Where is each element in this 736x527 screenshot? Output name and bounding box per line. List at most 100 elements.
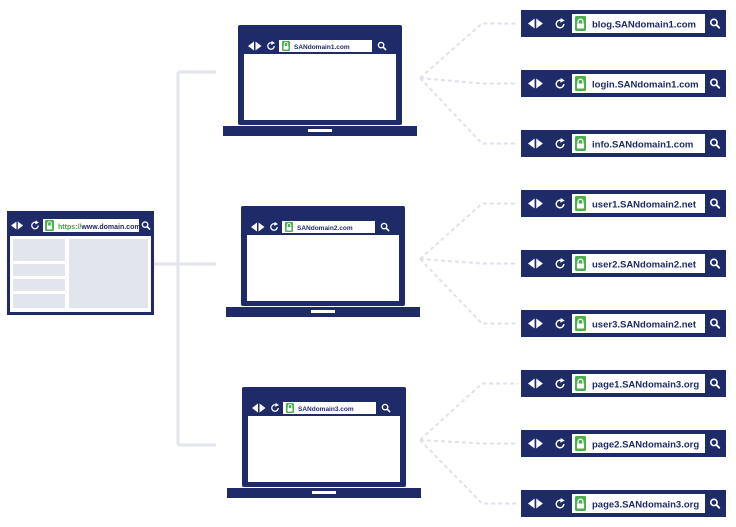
subdomain-url-text: user2.SANdomain2.net — [592, 260, 697, 271]
search-icon[interactable] — [710, 18, 721, 29]
address-bar — [572, 254, 705, 273]
reload-icon[interactable] — [271, 402, 280, 412]
subdomain-browser-bar: page3.SANdomain3.org — [521, 490, 726, 517]
reload-icon[interactable] — [555, 137, 565, 149]
address-bar — [572, 194, 705, 213]
address-bar — [43, 219, 139, 232]
address-bar — [572, 314, 705, 333]
forward-arrow-icon[interactable] — [536, 198, 543, 209]
forward-arrow-icon[interactable] — [536, 258, 543, 269]
search-icon[interactable] — [710, 78, 721, 89]
reload-icon[interactable] — [555, 77, 565, 89]
laptop-3: SANdomain3.com — [227, 387, 421, 498]
subdomain-browser-bar: blog.SANdomain1.com — [521, 10, 726, 37]
address-bar — [572, 494, 705, 513]
reload-icon[interactable] — [555, 197, 565, 209]
reload-icon[interactable] — [555, 257, 565, 269]
back-arrow-icon[interactable] — [528, 258, 535, 269]
forward-arrow-icon[interactable] — [536, 78, 543, 89]
forward-arrow-icon[interactable] — [536, 18, 543, 29]
back-arrow-icon[interactable] — [528, 318, 535, 329]
connector-subdomain-2 — [419, 77, 518, 85]
source-url-text: https://www.domain.com — [58, 224, 141, 231]
connector-subdomain-4 — [419, 202, 518, 260]
search-icon[interactable] — [380, 222, 390, 232]
forward-arrow-icon[interactable] — [258, 222, 265, 232]
reload-icon[interactable] — [555, 437, 565, 449]
connector-subdomain-6 — [419, 258, 518, 325]
search-icon[interactable] — [710, 498, 721, 509]
search-icon[interactable] — [710, 438, 721, 449]
lock-icon — [285, 222, 293, 232]
subdomain-url-text: login.SANdomain1.com — [592, 80, 699, 91]
reload-icon[interactable] — [31, 220, 40, 230]
subdomain-url-text: page1.SANdomain3.org — [592, 380, 699, 391]
back-arrow-icon[interactable] — [252, 403, 258, 413]
content-placeholder-block — [13, 239, 65, 261]
address-bar — [572, 74, 705, 93]
back-arrow-icon[interactable] — [528, 78, 535, 89]
back-arrow-icon[interactable] — [528, 498, 535, 509]
back-arrow-icon[interactable] — [528, 198, 535, 209]
subdomain-url-text: page3.SANdomain3.org — [592, 500, 699, 511]
back-arrow-icon[interactable] — [248, 41, 254, 51]
address-bar — [572, 134, 705, 153]
subdomain-url-text: user3.SANdomain2.net — [592, 320, 697, 331]
search-icon[interactable] — [141, 221, 151, 230]
reload-icon[interactable] — [555, 377, 565, 389]
subdomain-browser-bar: user1.SANdomain2.net — [521, 190, 726, 217]
connector-subdomain-8 — [419, 439, 518, 445]
reload-icon[interactable] — [555, 497, 565, 509]
subdomain-browser-bar: user2.SANdomain2.net — [521, 250, 726, 277]
back-arrow-icon[interactable] — [528, 18, 535, 29]
back-arrow-icon[interactable] — [251, 222, 257, 232]
search-icon[interactable] — [381, 403, 391, 413]
forward-arrow-icon[interactable] — [536, 438, 543, 449]
forward-arrow-icon[interactable] — [536, 498, 543, 509]
lock-icon — [45, 220, 54, 231]
forward-arrow-icon[interactable] — [536, 138, 543, 149]
lock-icon — [575, 496, 586, 511]
connector-subdomain-5 — [419, 258, 518, 265]
forward-arrow-icon[interactable] — [259, 403, 266, 413]
reload-icon[interactable] — [555, 317, 565, 329]
source-browser-window: https://www.domain.com — [7, 211, 154, 315]
search-icon[interactable] — [377, 41, 387, 51]
connector-subdomain-1 — [419, 22, 518, 79]
reload-icon[interactable] — [270, 221, 279, 231]
back-arrow-icon[interactable] — [528, 438, 535, 449]
url-prefix: https:// — [58, 224, 81, 231]
laptop-trackpad-notch — [312, 491, 336, 494]
subdomain-browser-bar: user3.SANdomain2.net — [521, 310, 726, 337]
lock-icon — [575, 16, 586, 31]
search-icon[interactable] — [710, 318, 721, 329]
forward-arrow-icon[interactable] — [536, 378, 543, 389]
search-icon[interactable] — [710, 198, 721, 209]
connector-lines — [154, 22, 518, 505]
laptop-2: SANdomain2.com — [226, 206, 420, 317]
laptop-trackpad-notch — [311, 310, 335, 313]
url-domain: www.domain.com — [80, 224, 140, 231]
forward-arrow-icon[interactable] — [536, 318, 543, 329]
search-icon[interactable] — [710, 138, 721, 149]
lock-icon — [282, 41, 290, 51]
reload-icon[interactable] — [555, 17, 565, 29]
forward-arrow-icon[interactable] — [255, 41, 262, 51]
lock-icon — [575, 136, 586, 151]
address-bar — [283, 402, 376, 414]
lock-icon — [575, 196, 586, 211]
laptop-browser-toolbar: SANdomain3.com — [248, 399, 400, 415]
back-arrow-icon[interactable] — [11, 221, 17, 230]
address-bar — [279, 40, 372, 52]
forward-arrow-icon[interactable] — [17, 221, 24, 230]
address-bar — [572, 374, 705, 393]
back-arrow-icon[interactable] — [528, 378, 535, 389]
back-arrow-icon[interactable] — [528, 138, 535, 149]
content-placeholder-block — [13, 264, 65, 276]
reload-icon[interactable] — [267, 40, 276, 50]
search-icon[interactable] — [710, 378, 721, 389]
subdomain-browser-bar: page1.SANdomain3.org — [521, 370, 726, 397]
search-icon[interactable] — [710, 258, 721, 269]
subdomain-url-text: blog.SANdomain1.com — [592, 20, 696, 31]
